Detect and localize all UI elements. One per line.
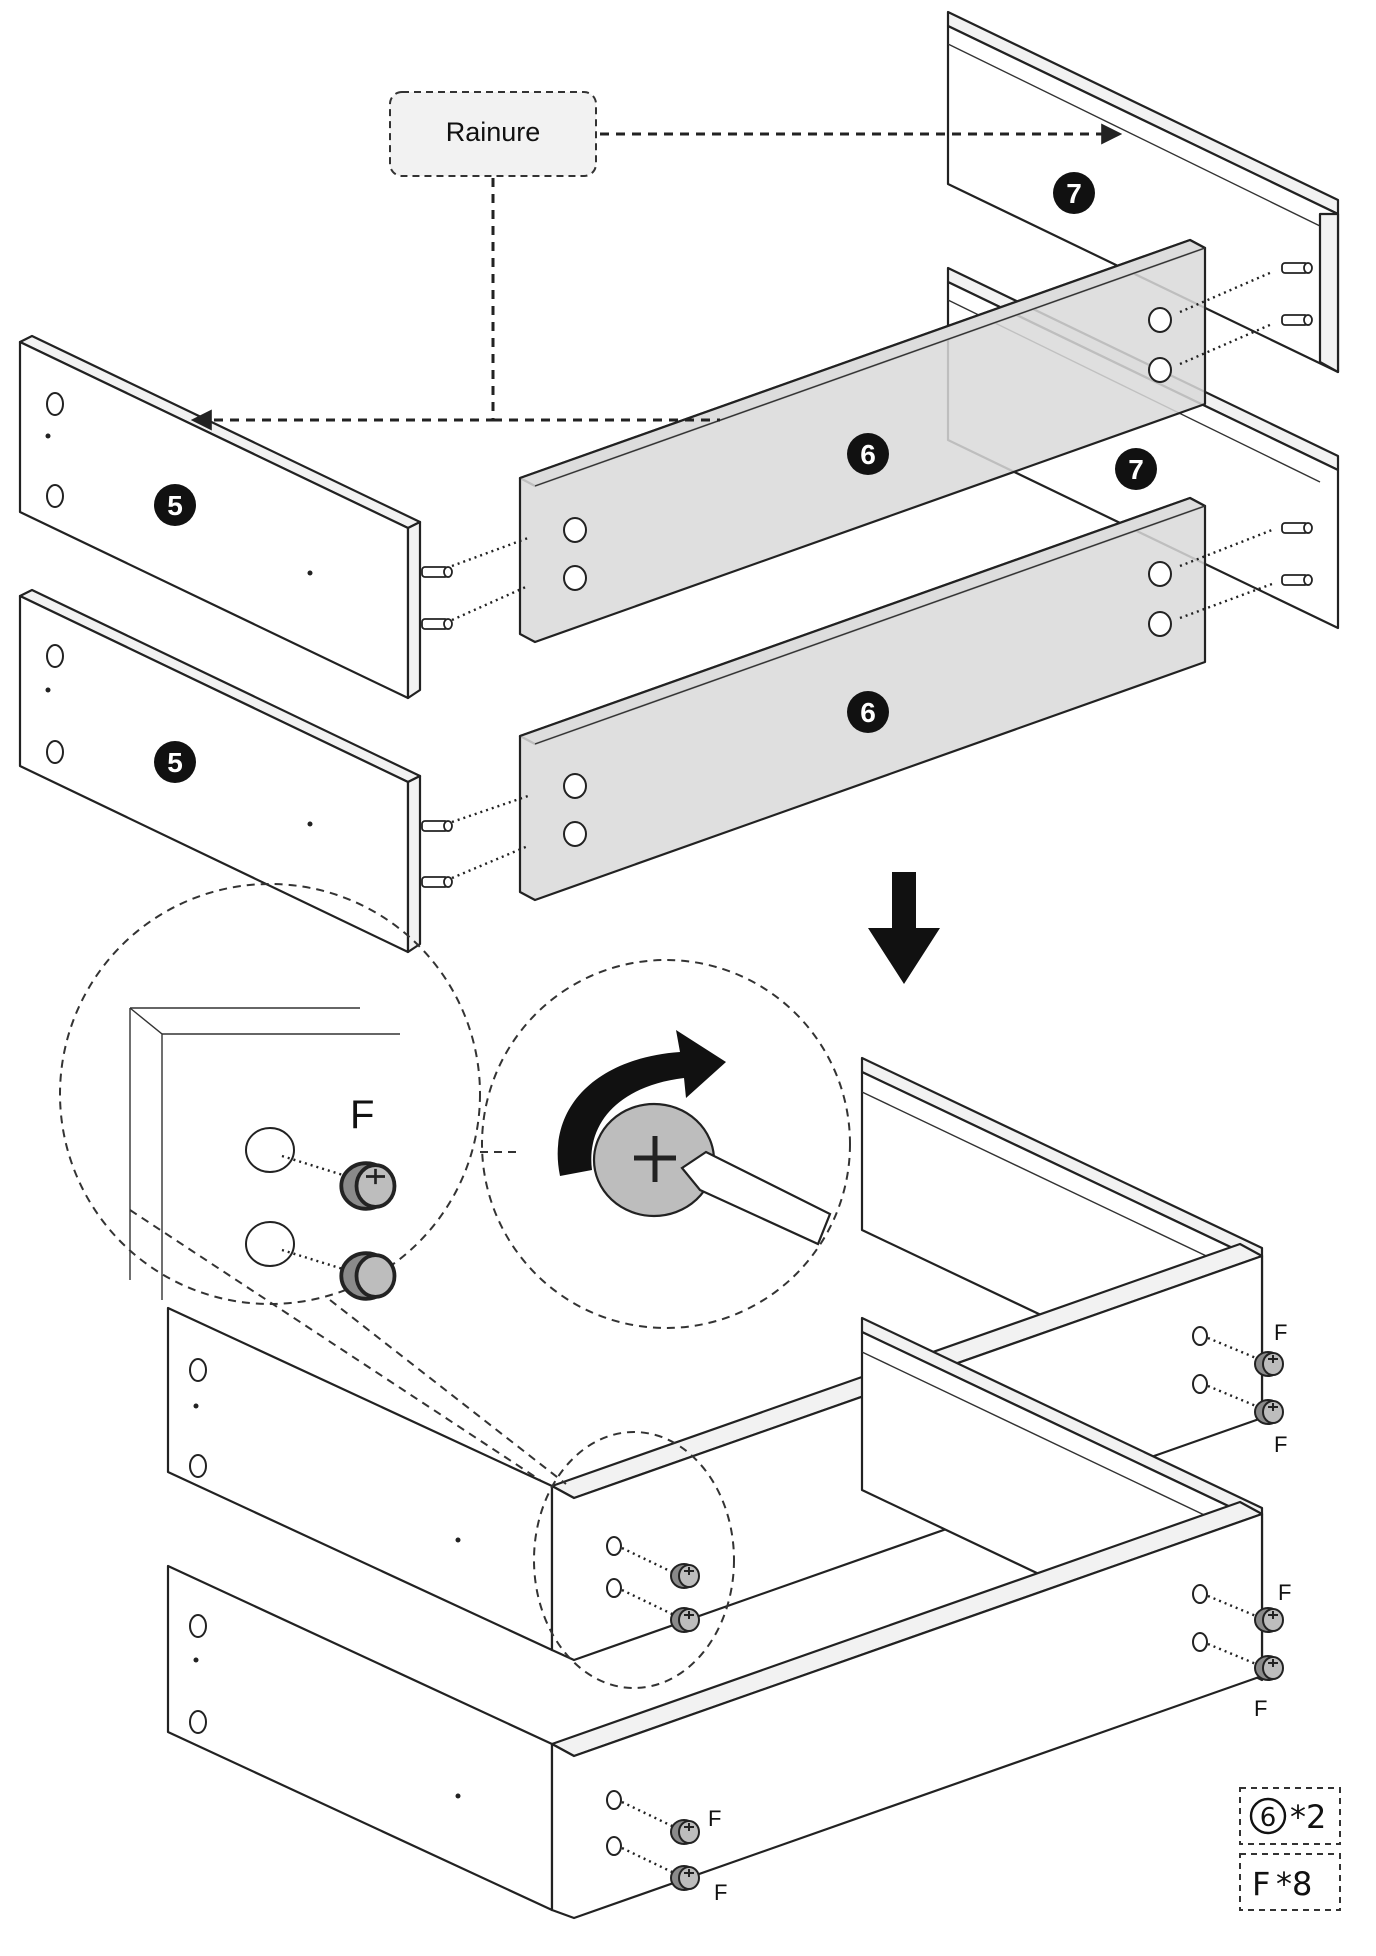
svg-text:F: F (1254, 1696, 1267, 1721)
drawer-lower (166, 1316, 1264, 1920)
svg-text:F: F (1252, 1865, 1270, 1903)
dowel-icon (421, 820, 453, 832)
cam-lock-icon (1254, 1655, 1284, 1681)
detail-fastener-label: F (350, 1093, 374, 1137)
part-badge-5-upper: 5 (154, 484, 196, 526)
svg-text:*8: *8 (1276, 1865, 1312, 1903)
cam-lock-icon (1254, 1399, 1284, 1425)
detail-circle-insertion: F (59, 883, 481, 1305)
cam-lock-icon (670, 1865, 700, 1891)
dowel-icon (1281, 314, 1313, 326)
dowel-icon (421, 566, 453, 578)
detail-zoom-link (129, 1209, 735, 1689)
cam-locks-assembled (606, 1326, 1284, 1891)
cam-lock-icon (339, 1161, 397, 1211)
cam-lock-icon (1254, 1607, 1284, 1633)
fastener-labels: F F F F F F (708, 1320, 1291, 1905)
part-badge-6-upper: 6 (847, 433, 889, 475)
dowel-guides-top (421, 262, 1313, 888)
svg-text:7: 7 (1128, 454, 1144, 485)
quantity-box-fastener: F *8 (1239, 1853, 1341, 1911)
svg-text:F: F (1274, 1320, 1287, 1345)
down-arrow-icon (868, 872, 940, 984)
part-badge-6-lower: 6 (847, 691, 889, 733)
screwdriver-icon (680, 1150, 832, 1246)
svg-text:*2: *2 (1290, 1798, 1326, 1836)
part-badge-5-lower: 5 (154, 741, 196, 783)
dowel-icon (421, 618, 453, 630)
svg-text:7: 7 (1066, 178, 1082, 209)
svg-text:6: 6 (860, 439, 876, 470)
groove-callout: Rainure (190, 91, 1123, 431)
part-badge-7-lower: 7 (1115, 448, 1157, 490)
cam-lock-icon (1254, 1351, 1284, 1377)
quantity-box-panel-6: 6 *2 (1239, 1787, 1341, 1845)
dowel-icon (1281, 262, 1313, 274)
detail-circle-rotation (481, 959, 851, 1329)
cam-lock-icon (670, 1819, 700, 1845)
groove-label: Rainure (446, 117, 541, 147)
svg-text:5: 5 (167, 747, 183, 778)
svg-text:F: F (714, 1880, 727, 1905)
dowel-icon (1281, 522, 1313, 534)
dowel-icon (1281, 574, 1313, 586)
panel-5-upper (18, 334, 422, 700)
cam-lock-icon (670, 1563, 700, 1589)
svg-text:F: F (708, 1806, 721, 1831)
dowel-icon (421, 876, 453, 888)
svg-text:F: F (1274, 1432, 1287, 1457)
svg-text:6: 6 (860, 697, 876, 728)
cam-lock-icon (339, 1251, 397, 1301)
panel-5-lower (18, 588, 422, 954)
cam-lock-icon (670, 1607, 700, 1633)
rotate-arrow-icon (557, 1030, 726, 1176)
svg-text:5: 5 (167, 490, 183, 521)
part-badges: 7 7 5 5 6 6 (154, 172, 1157, 783)
part-badge-7-upper: 7 (1053, 172, 1095, 214)
svg-text:F: F (1278, 1580, 1291, 1605)
groove-label-box (389, 91, 597, 177)
svg-text:6: 6 (1260, 1803, 1277, 1833)
